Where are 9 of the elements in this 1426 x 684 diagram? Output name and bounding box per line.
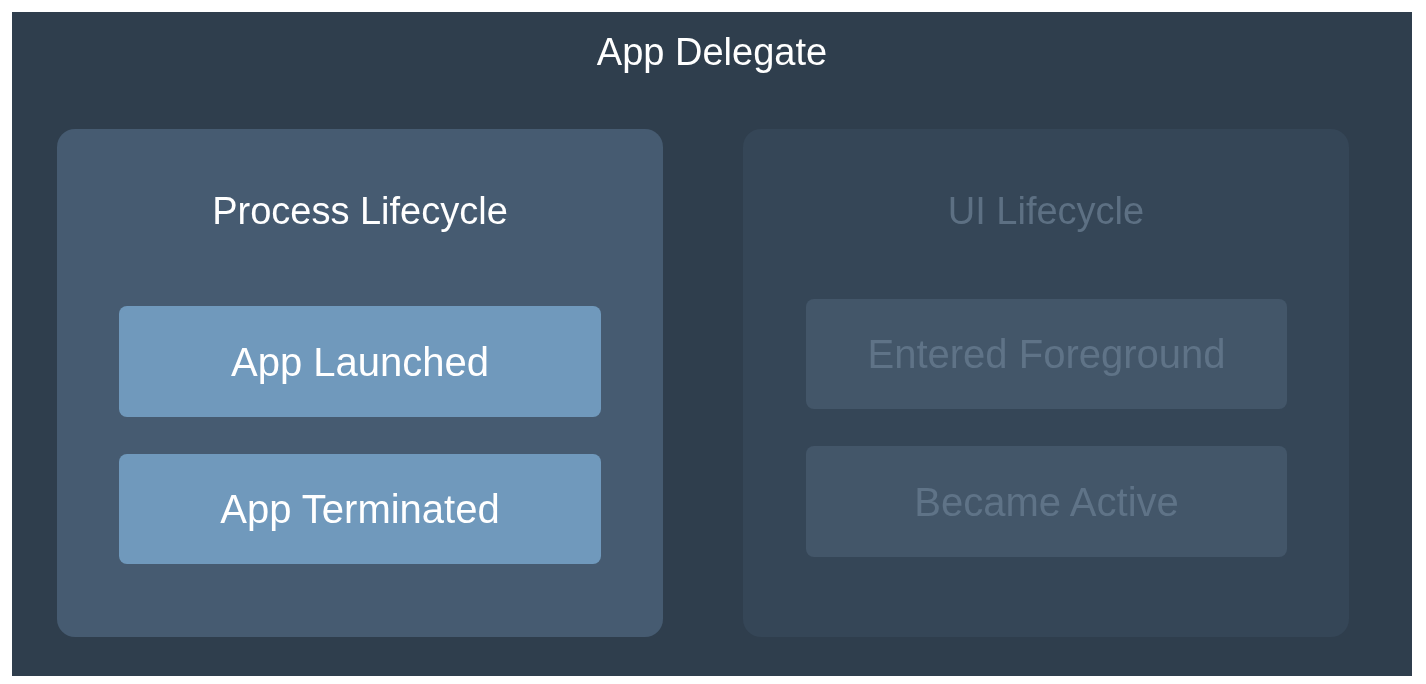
panel-heading: App Delegate bbox=[595, 30, 829, 75]
container-panel bbox=[12, 12, 1412, 676]
group-panel bbox=[743, 129, 1349, 637]
group-panel bbox=[57, 129, 663, 637]
box-label: App Launched bbox=[230, 338, 490, 386]
box-label: App Terminated bbox=[219, 486, 501, 533]
panel-heading: Process Lifecycle bbox=[211, 189, 509, 234]
process-box bbox=[119, 454, 601, 564]
process-box bbox=[119, 306, 601, 417]
